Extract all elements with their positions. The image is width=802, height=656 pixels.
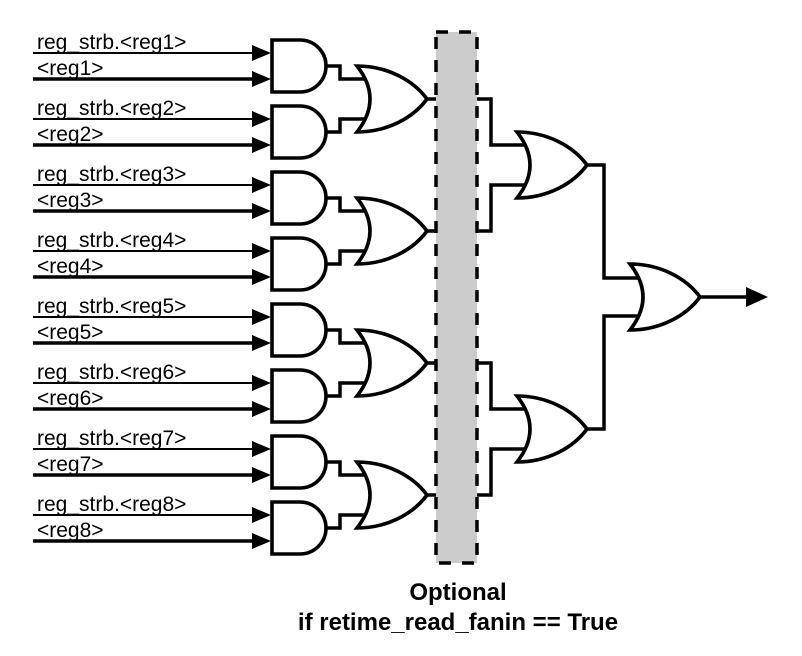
input-arrowhead-value-2 bbox=[252, 137, 271, 153]
caption-line-2: if retime_read_fanin == True bbox=[298, 609, 618, 636]
input-label-value-3: <reg3> bbox=[37, 189, 104, 212]
or-gate-final bbox=[626, 262, 703, 332]
input-label-strobe-6: reg_strb.<reg6> bbox=[37, 361, 186, 384]
input-arrowhead-strobe-6 bbox=[252, 375, 271, 391]
input-label-value-2: <reg2> bbox=[37, 123, 104, 146]
and-gate-7 bbox=[270, 434, 328, 490]
input-arrowhead-strobe-8 bbox=[252, 507, 271, 523]
input-arrowhead-value-6 bbox=[252, 401, 271, 417]
wire-and7-to-or bbox=[326, 460, 370, 477]
input-arrowhead-strobe-4 bbox=[252, 243, 271, 259]
wire-region-to-or-stage2-1 bbox=[477, 97, 545, 147]
and-gate-6 bbox=[270, 368, 328, 424]
and-gate-1 bbox=[270, 38, 328, 94]
input-label-value-8: <reg8> bbox=[37, 519, 104, 542]
wire-and4-to-or bbox=[326, 249, 370, 266]
input-arrowhead-value-5 bbox=[252, 335, 271, 351]
input-label-value-6: <reg6> bbox=[37, 387, 104, 410]
or-gate-stage2-2 bbox=[513, 394, 590, 464]
optional-retime-region-box bbox=[434, 30, 479, 565]
input-arrowhead-value-7 bbox=[252, 467, 271, 483]
input-arrowhead-strobe-7 bbox=[252, 441, 271, 457]
input-label-strobe-3: reg_strb.<reg3> bbox=[37, 163, 186, 186]
wire-region-to-or-stage2-4 bbox=[477, 447, 545, 497]
or-gate-stage1-3 bbox=[353, 328, 430, 398]
input-arrowhead-strobe-5 bbox=[252, 309, 271, 325]
and-gate-8 bbox=[270, 500, 328, 556]
wire-and8-to-or bbox=[326, 513, 370, 530]
wire-and2-to-or bbox=[326, 117, 370, 134]
or-gate-stage1-4 bbox=[353, 460, 430, 530]
input-arrowhead-value-4 bbox=[252, 269, 271, 285]
wire-and1-to-or bbox=[326, 64, 370, 81]
and-gate-4 bbox=[270, 236, 328, 292]
input-label-strobe-8: reg_strb.<reg8> bbox=[37, 493, 186, 516]
input-label-strobe-1: reg_strb.<reg1> bbox=[37, 31, 186, 54]
input-labels-layer: reg_strb.<reg1> <reg1> reg_strb.<reg2> <reg… bbox=[37, 31, 186, 542]
input-label-value-1: <reg1> bbox=[37, 57, 104, 80]
wire-and3-to-or bbox=[326, 196, 370, 213]
or-gate-stage1-1 bbox=[353, 64, 430, 134]
caption-line-1: Optional bbox=[409, 579, 506, 606]
wire-or-stage2-2-to-final bbox=[587, 314, 660, 431]
input-label-strobe-5: reg_strb.<reg5> bbox=[37, 295, 186, 318]
input-label-strobe-2: reg_strb.<reg2> bbox=[37, 97, 186, 120]
input-arrowhead-value-8 bbox=[252, 533, 271, 549]
wire-and5-to-or bbox=[326, 328, 370, 345]
input-label-value-4: <reg4> bbox=[37, 255, 104, 278]
input-arrowhead-value-1 bbox=[252, 71, 271, 87]
input-arrowhead-strobe-2 bbox=[252, 111, 271, 127]
input-label-value-7: <reg7> bbox=[37, 453, 104, 476]
and-gate-3 bbox=[270, 170, 328, 226]
and-gate-5 bbox=[270, 302, 328, 358]
wire-or-stage2-1-to-final bbox=[587, 163, 660, 280]
and-gate-2 bbox=[270, 104, 328, 160]
input-label-strobe-7: reg_strb.<reg7> bbox=[37, 427, 186, 450]
arrowheads-layer bbox=[252, 45, 768, 549]
input-arrowhead-value-3 bbox=[252, 203, 271, 219]
wire-region-to-or-stage2-3 bbox=[477, 361, 545, 411]
input-arrowhead-strobe-1 bbox=[252, 45, 271, 61]
input-label-strobe-4: reg_strb.<reg4> bbox=[37, 229, 186, 252]
or-gate-stage1-2 bbox=[353, 196, 430, 266]
or-gate-stage2-1 bbox=[513, 130, 590, 200]
wire-region-to-or-stage2-2 bbox=[477, 183, 545, 233]
output-arrowhead bbox=[746, 287, 768, 307]
gates-layer bbox=[270, 38, 703, 556]
wires-layer bbox=[33, 52, 748, 543]
input-label-value-5: <reg5> bbox=[37, 321, 104, 344]
wire-and6-to-or bbox=[326, 381, 370, 398]
input-arrowhead-strobe-3 bbox=[252, 177, 271, 193]
